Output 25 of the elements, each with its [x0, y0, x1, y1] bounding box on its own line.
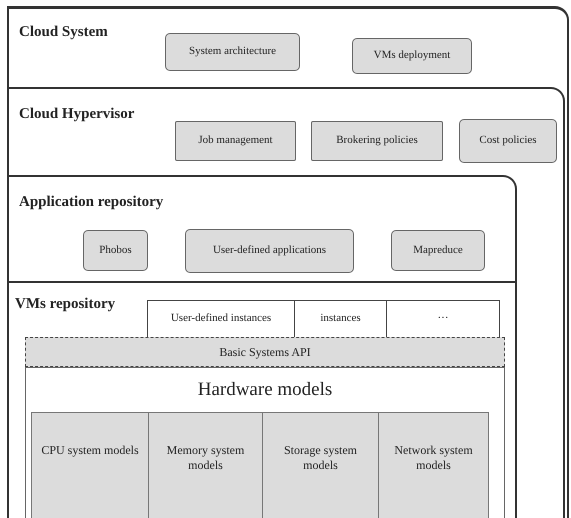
layer-panel: [7, 6, 569, 518]
layer-panel: [7, 175, 517, 282]
table-cell: ···: [386, 300, 500, 338]
model-box: CPU system models: [31, 412, 149, 518]
panel-heading: VMs repository: [15, 295, 116, 314]
panel-heading: Cloud Hypervisor: [19, 105, 134, 124]
panel-heading: Application repository: [19, 193, 164, 212]
module-box: Cost policies: [459, 119, 557, 163]
module-box: Brokering policies: [311, 121, 443, 161]
module-box: VMs deployment: [352, 38, 472, 74]
api-bar: Basic Systems API: [25, 337, 505, 367]
model-box: Storage system models: [262, 412, 379, 518]
module-box: User-defined applications: [185, 229, 354, 273]
hardware-panel: [25, 367, 505, 518]
table-cell: User-defined instances: [147, 300, 295, 338]
panel-heading: Hardware models: [196, 378, 334, 402]
layer-panel: [7, 281, 517, 518]
module-box: System architecture: [165, 33, 300, 71]
model-box: Memory system models: [148, 412, 263, 518]
layer-panel: [7, 87, 565, 518]
module-box: Job management: [175, 121, 296, 161]
module-box: Phobos: [83, 230, 148, 271]
model-box: Network system models: [378, 412, 489, 518]
panel-heading: Cloud System: [19, 23, 108, 42]
module-box: Mapreduce: [391, 230, 485, 271]
